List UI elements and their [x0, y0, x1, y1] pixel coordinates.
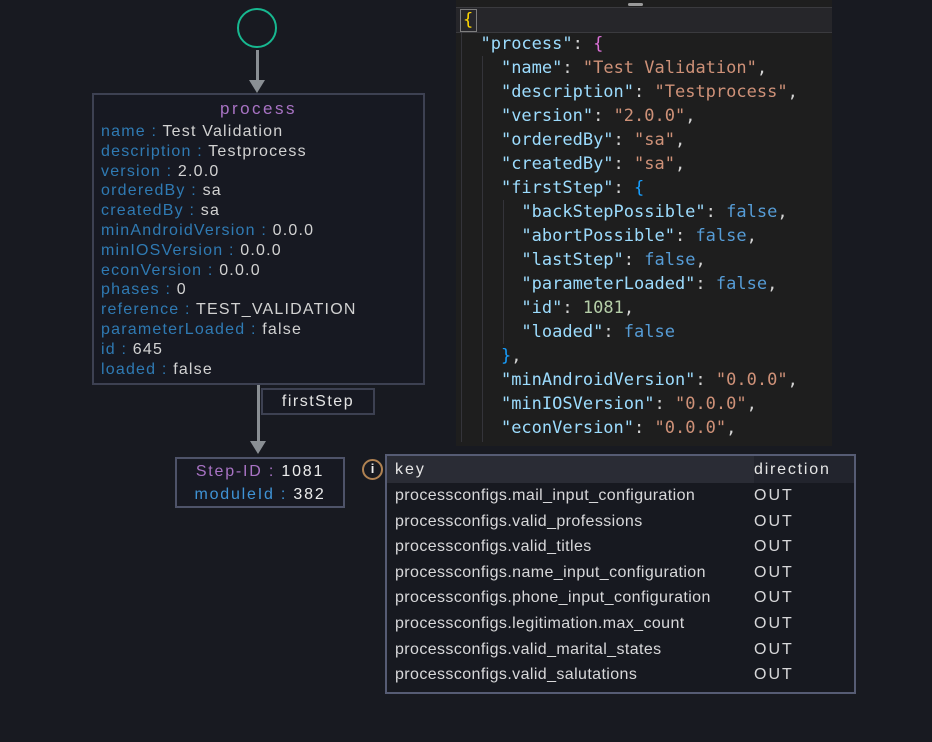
code-lines: { "process": { "name": "Test Validation"…: [456, 0, 832, 440]
table-row[interactable]: processconfigs.valid_professions OUT: [387, 509, 854, 535]
table-cell-direction: OUT: [754, 563, 794, 581]
table-cell-key: processconfigs.mail_input_configuration: [395, 487, 696, 504]
process-field: reference : TEST_VALIDATION: [101, 301, 357, 319]
table-row[interactable]: processconfigs.name_input_configuration O…: [387, 560, 854, 586]
code-line[interactable]: "description": "Testprocess",: [500, 82, 798, 102]
code-line[interactable]: "loaded": false: [521, 322, 675, 342]
indent-guide: [482, 56, 483, 442]
code-line[interactable]: "firstStep": {: [500, 178, 645, 198]
code-line[interactable]: "orderedBy": "sa",: [500, 130, 686, 150]
table-row[interactable]: processconfigs.valid_titles OUT: [387, 534, 854, 560]
code-line[interactable]: {: [456, 8, 832, 32]
table-row[interactable]: processconfigs.phone_input_configuration…: [387, 585, 854, 611]
code-line[interactable]: "econVersion": "0.0.0",: [500, 418, 737, 438]
arrow-process-to-step-head: [250, 441, 266, 454]
arrow-start-to-process-head: [249, 80, 265, 93]
process-field: id : 645: [101, 340, 164, 358]
table-cell-direction: OUT: [754, 538, 794, 556]
arrow-process-to-step: [257, 385, 260, 442]
code-line[interactable]: "id": 1081,: [521, 298, 635, 318]
code-line[interactable]: "parameterLoaded": false,: [521, 274, 778, 294]
table-cell-direction: OUT: [754, 640, 794, 658]
edge-label-firststep: firstStep: [261, 388, 375, 415]
code-line[interactable]: "process": {: [480, 34, 604, 54]
process-field: minIOSVersion : 0.0.0: [101, 241, 282, 259]
table-cell-direction: OUT: [754, 666, 794, 684]
json-code-editor[interactable]: { "process": { "name": "Test Validation"…: [456, 0, 832, 446]
step-field: moduleId : 382: [194, 485, 326, 503]
process-field: orderedBy : sa: [101, 182, 222, 200]
table-cell-direction: OUT: [754, 589, 794, 607]
code-line[interactable]: "backStepPossible": false,: [521, 202, 788, 222]
code-line[interactable]: },: [500, 346, 522, 366]
info-icon[interactable]: i: [362, 459, 383, 480]
table-cell-direction: OUT: [754, 614, 794, 632]
process-field: minAndroidVersion : 0.0.0: [101, 221, 315, 239]
process-field: createdBy : sa: [101, 202, 221, 220]
code-line[interactable]: "abortPossible": false,: [521, 226, 757, 246]
table-cell-key: processconfigs.legitimation.max_count: [395, 614, 685, 632]
indent-guide: [503, 200, 504, 344]
table-cell-direction: OUT: [754, 512, 794, 530]
process-field: parameterLoaded : false: [101, 320, 303, 338]
arrow-start-to-process: [256, 50, 259, 81]
code-line[interactable]: "minIOSVersion": "0.0.0",: [500, 394, 757, 414]
step-field: Step-ID : 1081: [195, 463, 325, 480]
table-cell-key: processconfigs.valid_titles: [395, 538, 592, 556]
config-keys-table: key direction processconfigs.mail_input_…: [385, 454, 856, 694]
code-line[interactable]: "name": "Test Validation",: [500, 58, 768, 78]
process-field: econVersion : 0.0.0: [101, 261, 261, 279]
table-cell-key: processconfigs.name_input_configuration: [395, 563, 706, 581]
table-header-direction: direction: [754, 461, 831, 478]
step-node[interactable]: Step-ID : 1081 moduleId : 382: [175, 457, 345, 508]
table-row[interactable]: processconfigs.legitimation.max_count OUT: [387, 611, 854, 637]
table-cell-direction: OUT: [754, 487, 794, 504]
panel-drag-handle-icon[interactable]: [628, 3, 643, 6]
table-header-row: key direction: [387, 456, 854, 483]
table-cell-key: processconfigs.valid_marital_states: [395, 640, 662, 658]
start-node-circle[interactable]: [237, 8, 277, 48]
table-header-key: key: [387, 456, 754, 483]
code-line[interactable]: "createdBy": "sa",: [500, 154, 686, 174]
process-node-title: process: [219, 99, 298, 118]
code-line[interactable]: "lastStep": false,: [521, 250, 706, 270]
table-row[interactable]: processconfigs.valid_salutations OUT: [387, 662, 854, 688]
table-row[interactable]: processconfigs.mail_input_configuration O…: [387, 483, 854, 509]
process-node-fields: name : Test Validation description : Test…: [94, 122, 423, 379]
process-field: name : Test Validation: [101, 123, 284, 140]
code-line[interactable]: "minAndroidVersion": "0.0.0",: [500, 370, 798, 390]
process-field: phases : 0: [101, 281, 187, 299]
table-cell-key: processconfigs.valid_professions: [395, 512, 643, 530]
table-cell-key: processconfigs.valid_salutations: [395, 666, 638, 684]
process-field: version : 2.0.0: [101, 162, 220, 180]
table-row[interactable]: processconfigs.valid_marital_states OUT: [387, 637, 854, 663]
table-cell-key: processconfigs.phone_input_configuration: [395, 589, 711, 607]
process-node[interactable]: process name : Test Validation descriptio…: [92, 93, 425, 385]
step-node-fields: Step-ID : 1081 moduleId : 382: [177, 461, 343, 506]
process-field: loaded : false: [101, 360, 213, 378]
code-line[interactable]: "version": "2.0.0",: [500, 106, 696, 126]
process-field: description : Testprocess: [101, 142, 307, 160]
indent-guide: [461, 32, 462, 442]
